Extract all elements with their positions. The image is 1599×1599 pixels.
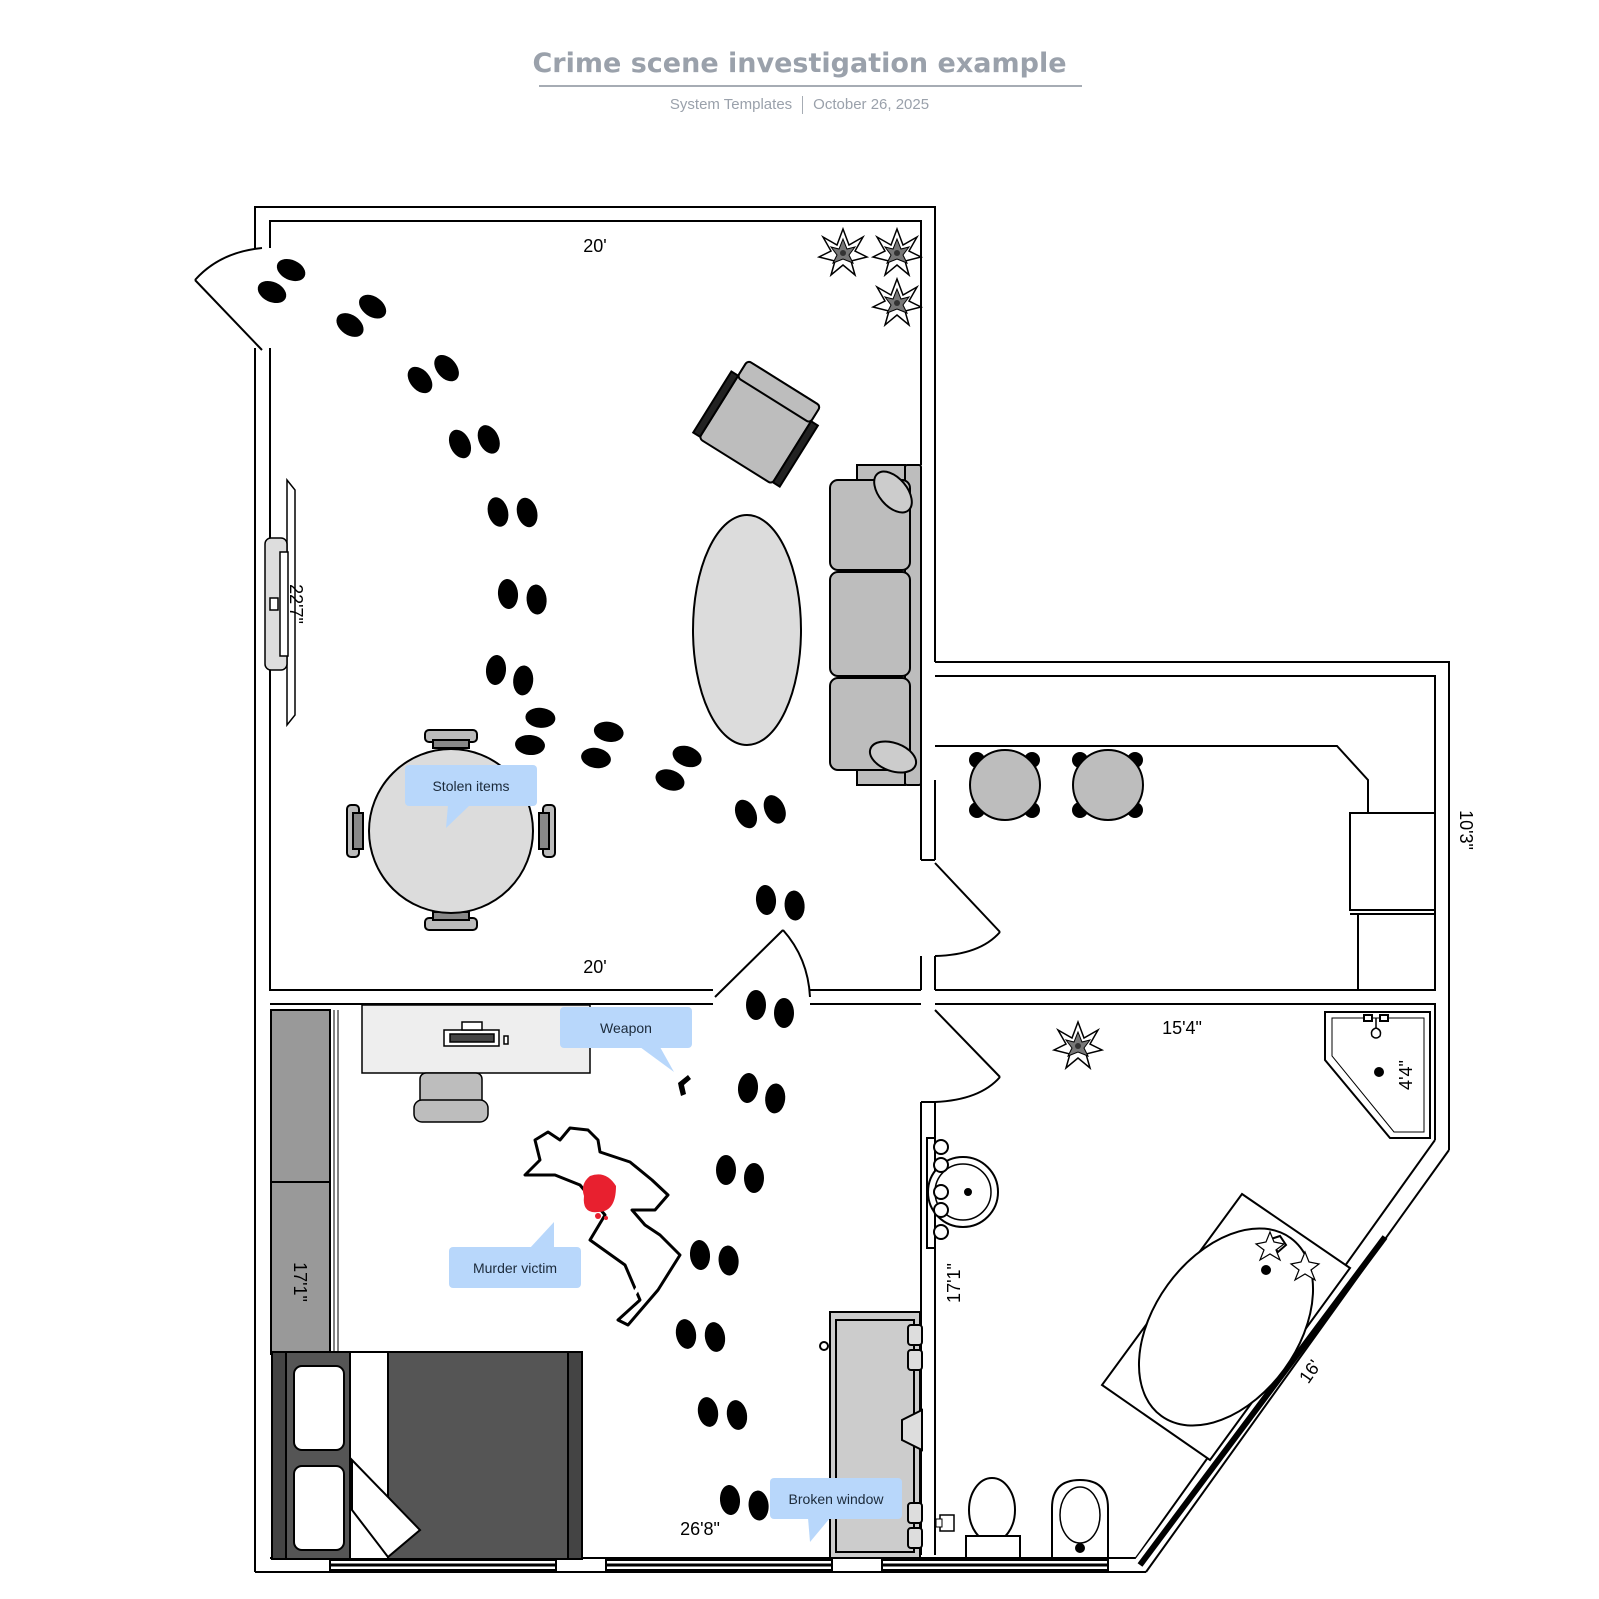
weapon-gun-icon	[678, 1075, 691, 1096]
title-underline	[539, 85, 1082, 87]
meta-separator	[802, 96, 804, 115]
footprint-icon	[736, 1072, 788, 1115]
tv-stand	[264, 477, 296, 728]
dimension-kitchen-right: 10'3"	[1456, 810, 1476, 850]
dimension-living-bottom: 20'	[583, 957, 606, 977]
plant-icon	[1053, 1021, 1103, 1069]
body-outline	[523, 1126, 682, 1327]
date-label: October 26, 2025	[813, 96, 930, 113]
desk	[361, 1004, 591, 1123]
dimension-diagonal-wall: 16'	[1295, 1356, 1325, 1387]
plant-icon	[872, 278, 922, 326]
dresser	[819, 1311, 923, 1559]
footprint-icon	[402, 344, 464, 405]
callout-label: Stolen items	[432, 778, 509, 794]
armchair	[691, 360, 821, 488]
dimension-bedroom-bottom: 26'8"	[680, 1519, 720, 1539]
footprint-icon	[716, 1155, 764, 1193]
footprint-icon	[754, 881, 806, 924]
oval-rug	[692, 514, 802, 746]
dining-table	[346, 729, 556, 931]
footprint-icon	[444, 414, 505, 470]
toilet	[935, 1477, 1021, 1559]
author-label: System Templates	[669, 96, 793, 113]
doors	[194, 247, 1001, 1103]
footprint-icon	[652, 739, 705, 798]
shower	[1324, 1011, 1431, 1139]
plant-icon	[818, 228, 868, 276]
dimension-top-wall: 20'	[583, 236, 606, 256]
dimension-shower: 4'4"	[1396, 1060, 1416, 1090]
footprint-icon	[730, 784, 791, 840]
bed	[271, 1351, 583, 1560]
callout-weapon[interactable]: Weapon	[560, 1007, 692, 1072]
callout-label: Murder victim	[473, 1260, 557, 1276]
document-meta: System Templates October 26, 2025	[0, 96, 1599, 115]
dimension-living-left: 22'7"	[286, 584, 306, 624]
footprint-icon	[484, 487, 541, 537]
footprint-icon	[331, 285, 391, 347]
dimension-bathroom-top: 15'4"	[1162, 1018, 1202, 1038]
callout-stolen-items[interactable]: Stolen items	[405, 765, 537, 828]
sink	[926, 1137, 999, 1249]
footprint-icon	[718, 1481, 770, 1524]
plants-living	[818, 228, 922, 326]
callout-murder-victim[interactable]: Murder victim	[449, 1222, 581, 1288]
footprint-icon	[746, 990, 794, 1028]
bidet	[1051, 1478, 1109, 1559]
plant-icon	[872, 228, 922, 276]
footprint-icon	[695, 1390, 750, 1437]
blood-stain	[582, 1174, 616, 1213]
footprint-icon	[254, 251, 309, 311]
callout-label: Weapon	[600, 1020, 652, 1036]
document-header: Crime scene investigation example System…	[0, 0, 1599, 130]
footprint-icon	[673, 1312, 728, 1359]
bathtub	[1100, 1192, 1352, 1462]
callout-broken-window[interactable]: Broken window	[770, 1478, 902, 1542]
footprint-icon	[688, 1236, 740, 1279]
footprint-icon	[514, 705, 557, 757]
callout-label: Broken window	[789, 1491, 885, 1507]
kitchen-stools	[969, 749, 1144, 821]
page-title: Crime scene investigation example	[532, 48, 1067, 79]
footprint-icon	[496, 575, 548, 618]
dimension-bathroom-left: 17'1"	[944, 1263, 964, 1303]
sofa	[829, 464, 922, 786]
closet	[270, 1009, 339, 1355]
dimension-bedroom-left: 17'1"	[290, 1262, 310, 1302]
footprint-icon	[484, 654, 536, 697]
footprint-icon	[579, 717, 626, 772]
